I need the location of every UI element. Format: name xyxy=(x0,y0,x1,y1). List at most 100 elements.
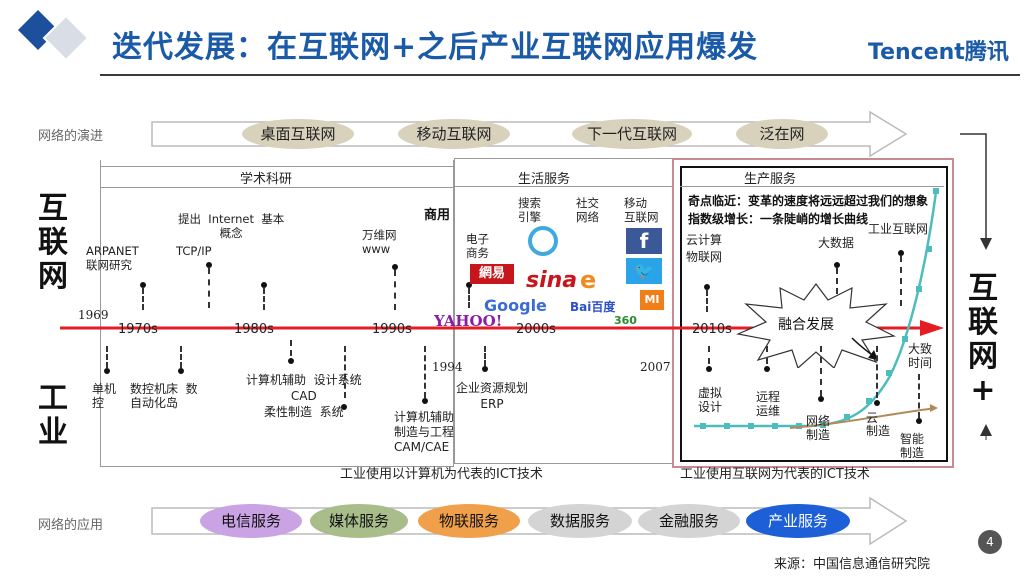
ind-network-stem xyxy=(820,346,822,396)
service-industry: 产业服务 xyxy=(746,504,850,538)
merge-pointer xyxy=(851,337,878,360)
event-arparnet-dot xyxy=(140,282,146,288)
header-divider xyxy=(100,74,1020,76)
stage-desktop-internet: 桌面互联网 xyxy=(242,119,354,149)
caption-internet-ict: 工业使用互联网为代表的ICT技术 xyxy=(680,467,870,482)
internet-plus-label: 互联网+ xyxy=(968,271,998,408)
service-iot: 物联服务 xyxy=(418,504,520,538)
ind-big-era: 大致 时间 xyxy=(908,342,933,370)
ind-remote-stem xyxy=(766,346,768,364)
slide-title: 迭代发展：在互联网+之后产业互联网应用爆发 xyxy=(112,30,759,65)
decade-1980s: 1980s xyxy=(234,322,274,337)
sina-logo: sina xyxy=(526,268,578,293)
yahoo-logo: YAHOO! xyxy=(434,312,503,330)
event-bigdata: 大数据 xyxy=(818,236,855,250)
event-internet-concept-stem xyxy=(263,288,265,310)
service-media: 媒体服务 xyxy=(310,504,408,538)
ind-cad-stem xyxy=(290,340,292,356)
tencent-logo-text: Tencent xyxy=(868,40,965,65)
decade-2000s: 2000s xyxy=(516,322,556,337)
ind-cloud-dot xyxy=(874,400,880,406)
event-internet-concept: 提出 Internet 基本 概念 xyxy=(178,212,285,240)
event-ecommerce-stem xyxy=(468,288,470,308)
event-www: 万维网 www xyxy=(362,228,397,256)
merge-label: 融合发展 xyxy=(778,317,834,333)
event-arparnet: ARPANET 联网研究 xyxy=(86,244,139,272)
ind-fms-stem xyxy=(344,346,346,398)
source-note: 来源：中国信息通信研究院 xyxy=(774,557,931,572)
event-industrial-dot xyxy=(898,250,904,256)
right-flow-arrows xyxy=(960,133,992,440)
internet-side-label: 互联网 xyxy=(38,191,68,294)
ind-fms-dot xyxy=(341,404,347,410)
stage-mobile-internet: 移动互联网 xyxy=(398,119,510,149)
exponential-note: 指数级增长：一条陡峭的增长曲线 xyxy=(688,212,869,226)
ind-virtual-stem xyxy=(708,346,710,364)
event-cloud-dot xyxy=(704,284,710,290)
event-bigdata-dot xyxy=(834,262,840,268)
industry-side-label: 工业 xyxy=(38,381,68,450)
production-inner-box xyxy=(680,166,948,462)
production-header xyxy=(680,166,944,187)
event-search: 搜索 引擎 xyxy=(518,196,541,224)
event-industrial-internet: 工业互联网 xyxy=(868,222,929,236)
singularity-note: 奇点临近：变革的速度将远远超过我们的想象 xyxy=(688,194,929,208)
event-mobile: 移动 互联网 xyxy=(624,196,659,224)
event-ecommerce: 电子 商务 xyxy=(466,232,489,260)
stage-ubiquitous-network: 泛在网 xyxy=(736,119,828,149)
service-finance: 金融服务 xyxy=(638,504,740,538)
page-number: 4 xyxy=(978,530,1002,554)
production-title: 生产服务 xyxy=(744,172,797,187)
wechat-like-icon xyxy=(528,226,558,256)
service-data: 数据服务 xyxy=(528,504,632,538)
service-telecom: 电信服务 xyxy=(200,504,302,538)
ind-network-dot xyxy=(818,396,824,402)
google-logo: Google xyxy=(484,296,547,315)
mi-logo: MI xyxy=(640,290,664,310)
event-tcpip-dot xyxy=(206,262,212,268)
decade-1990s: 1990s xyxy=(372,322,412,337)
tencent-logo-cn: 腾讯 xyxy=(964,40,1009,65)
ind-cam: 计算机辅助 制造与工程 CAM/CAE xyxy=(394,410,455,454)
event-cloud-iot: 云计算 物联网 xyxy=(686,233,723,264)
ind-virtual-dot xyxy=(706,366,712,372)
year-2007: 2007 xyxy=(640,360,671,374)
event-cloud-stem xyxy=(706,290,708,312)
ind-remote-dot xyxy=(764,366,770,372)
baidu-logo: Bai百度 xyxy=(570,300,616,314)
ind-erp-dot xyxy=(482,366,488,372)
ind-remote-ops: 远程 运维 xyxy=(756,390,781,418)
academic-box xyxy=(100,160,454,467)
ind-cad: 计算机辅助 设计系统 CAD 柔性制造 系统 xyxy=(246,373,362,419)
event-industrial-stem xyxy=(900,256,902,306)
ind-smart-dot xyxy=(916,418,922,424)
netease-logo: 網易 xyxy=(470,264,514,284)
event-tcpip-stem xyxy=(208,268,210,308)
merge-burst xyxy=(736,283,896,368)
event-www-stem xyxy=(394,270,396,310)
commercial-label: 商用 xyxy=(424,208,451,223)
ind-cloud-mfg: 云 制造 xyxy=(866,411,891,438)
ind-cloud-stem xyxy=(876,346,878,398)
decade-2010s: 2010s xyxy=(692,322,732,337)
ind-cam-stem xyxy=(424,346,426,398)
ind-single-machine: 单机 控 xyxy=(92,382,117,410)
stage-next-gen-internet: 下一代互联网 xyxy=(572,119,692,149)
application-label: 网络的应用 xyxy=(38,518,104,533)
academic-title: 学术科研 xyxy=(240,172,293,187)
academic-header xyxy=(100,166,454,188)
event-www-dot xyxy=(392,264,398,270)
caption-computer-ict: 工业使用以计算机为代表的ICT技术 xyxy=(340,467,543,482)
ind-network-mfg: 网络 制造 xyxy=(806,414,831,442)
production-outer-box xyxy=(672,158,954,468)
ind-cnc-stem xyxy=(180,346,182,368)
event-social: 社交 网络 xyxy=(576,196,599,224)
event-internet-concept-dot xyxy=(261,282,267,288)
year-1994: 1994 xyxy=(432,360,463,374)
event-tcpip: TCP/IP xyxy=(176,244,212,258)
event-bigdata-stem xyxy=(836,268,838,294)
ind-virtual-design: 虚拟 设计 xyxy=(698,386,723,414)
ind-single-stem xyxy=(106,346,108,368)
header-logo-mark xyxy=(18,10,90,62)
life-header xyxy=(454,166,672,187)
